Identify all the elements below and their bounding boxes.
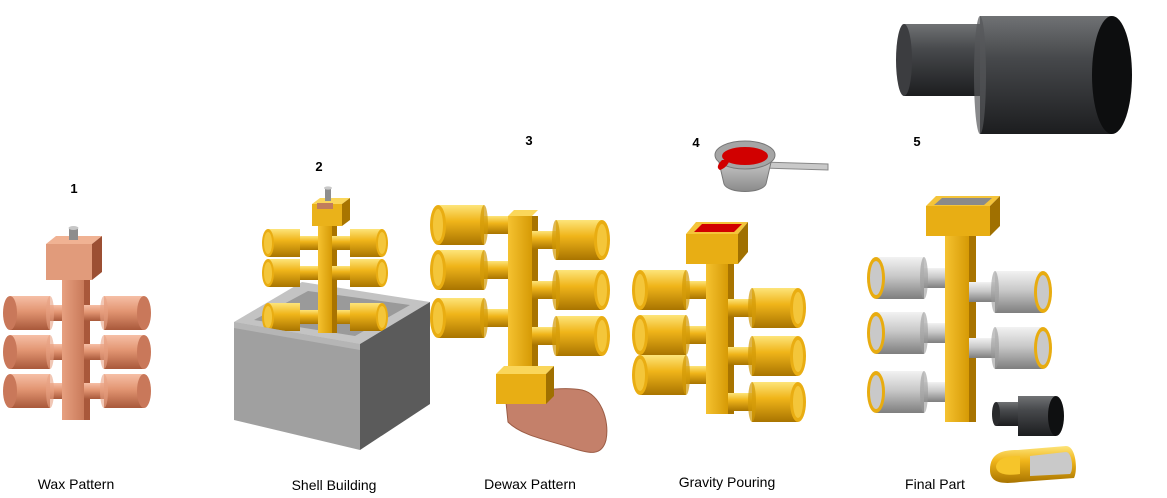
step-number-4: 4: [692, 135, 700, 150]
caption-final-part: Final Part: [905, 476, 965, 492]
step-number-2: 2: [315, 159, 322, 174]
dewax-pattern-illustration: [430, 205, 610, 453]
step-number-3: 3: [525, 133, 532, 148]
finished-part-large: [896, 16, 1132, 134]
gravity-pouring-illustration: [632, 140, 829, 422]
caption-wax-pattern: Wax Pattern: [38, 476, 115, 492]
finished-part-small: [992, 396, 1064, 436]
removed-shell-piece: [990, 446, 1076, 483]
final-part-illustration: [867, 16, 1132, 483]
wax-pattern-illustration: [3, 226, 151, 420]
shell-building-illustration: [234, 186, 430, 450]
caption-dewax-pattern: Dewax Pattern: [484, 476, 576, 492]
caption-shell-building: Shell Building: [292, 477, 377, 493]
step-number-1: 1: [70, 181, 77, 196]
caption-gravity-pouring: Gravity Pouring: [679, 474, 775, 490]
step-number-5: 5: [913, 134, 920, 149]
